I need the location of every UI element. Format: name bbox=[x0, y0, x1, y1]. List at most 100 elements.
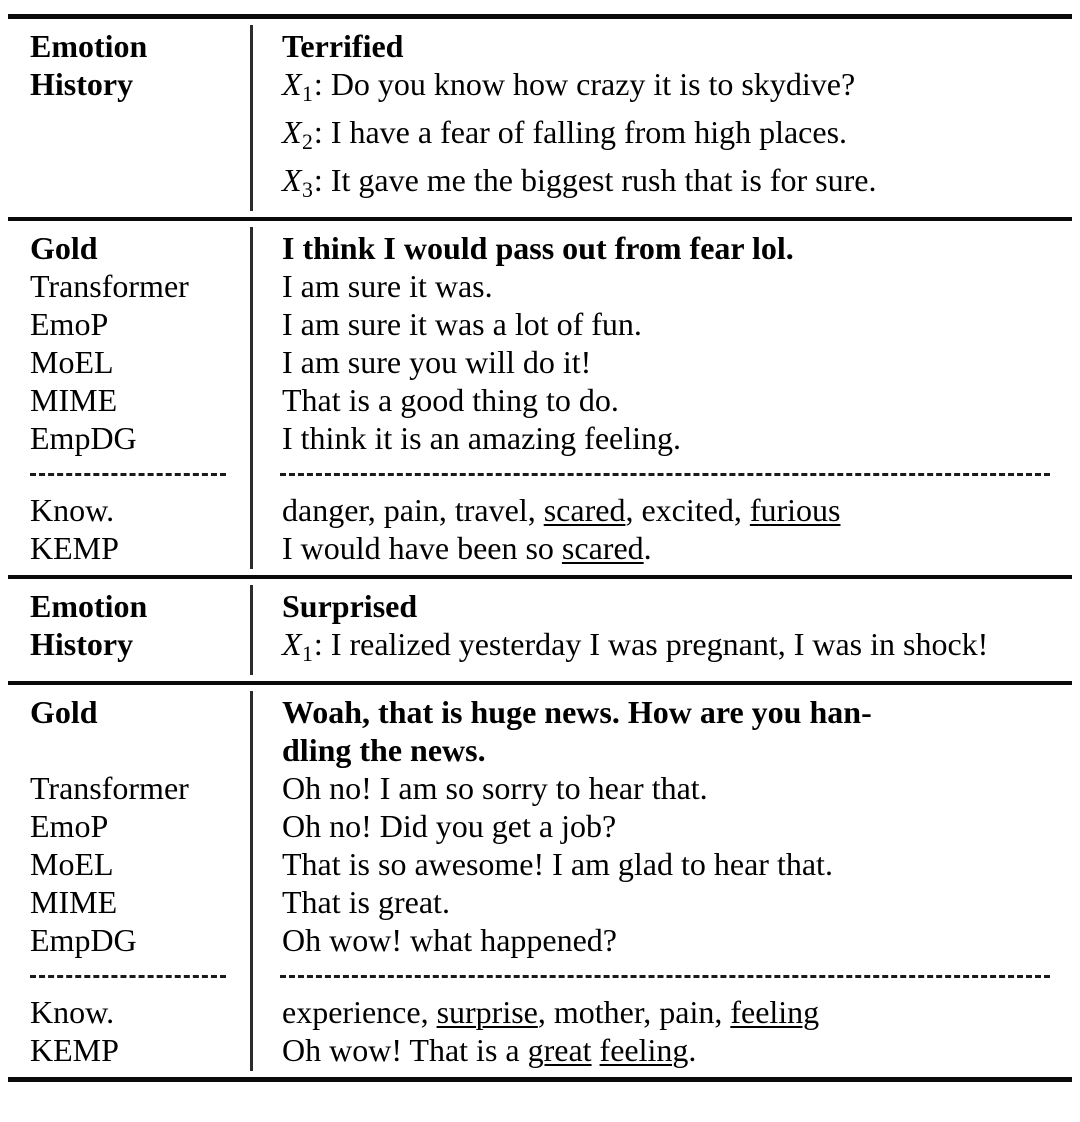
kemp-keyword: great bbox=[527, 1032, 592, 1069]
emotion-value-1: Terrified bbox=[282, 28, 404, 64]
history-row-1: History X1: Do you know how crazy it is … bbox=[8, 65, 1072, 217]
kemp-keyword: feeling bbox=[599, 1032, 689, 1069]
history-row-2: History X1: I realized yesterday I was p… bbox=[8, 625, 1072, 681]
emop-value-2: Oh no! Did you get a job? bbox=[282, 808, 617, 845]
moel-label-2: MoEL bbox=[30, 846, 114, 883]
colon: : bbox=[313, 626, 323, 663]
speaker-variable: X1 bbox=[282, 66, 313, 107]
history-utterance: X2: I have a fear of falling from high p… bbox=[282, 113, 1052, 161]
know-label-2: Know. bbox=[30, 994, 115, 1031]
example-2-responses-block: Gold Woah, that is huge news. How are yo… bbox=[8, 685, 1072, 1077]
gold-line: dling the news. bbox=[282, 732, 486, 769]
utterance-text: It gave me the biggest rush that is for … bbox=[330, 162, 877, 199]
know-keyword: feeling bbox=[730, 994, 820, 1031]
empdg-value-2: Oh wow! what happened? bbox=[282, 922, 617, 959]
example-2-divider-rule bbox=[8, 681, 1072, 686]
emop-label-1: EmoP bbox=[30, 306, 109, 343]
know-keyword: surprise bbox=[436, 994, 538, 1031]
gold-row-1: Gold I think I would pass out from fear … bbox=[8, 221, 1072, 267]
kemp-suffix: . bbox=[643, 530, 652, 567]
kemp-prefix: I would have been so bbox=[282, 530, 562, 567]
gold-label-2: Gold bbox=[30, 694, 98, 731]
emop-row-1: EmoP I am sure it was a lot of fun. bbox=[8, 305, 1072, 343]
table-bottom-rule bbox=[8, 1077, 1072, 1083]
know-label-1: Know. bbox=[30, 492, 115, 529]
example-1-responses-block: Gold I think I would pass out from fear … bbox=[8, 221, 1072, 575]
kemp-label-2: KEMP bbox=[30, 1032, 119, 1069]
moel-value-2: That is so awesome! I am glad to hear th… bbox=[282, 846, 833, 883]
history-utterance: X1: Do you know how crazy it is to skydi… bbox=[282, 65, 1052, 113]
kemp-prefix: Oh wow! That is a bbox=[282, 1032, 528, 1069]
gold-line: Woah, that is huge news. How are you han… bbox=[282, 694, 872, 731]
speaker-variable: X1 bbox=[282, 626, 313, 667]
kemp-label-1: KEMP bbox=[30, 530, 119, 567]
empdg-row-2: EmpDG Oh wow! what happened? bbox=[8, 921, 1072, 959]
know-prefix: experience, bbox=[282, 994, 437, 1031]
transformer-row-1: Transformer I am sure it was. bbox=[8, 267, 1072, 305]
transformer-label-1: Transformer bbox=[30, 268, 189, 305]
mime-row-1: MIME That is a good thing to do. bbox=[8, 381, 1072, 419]
transformer-row-2: Transformer Oh no! I am so sorry to hear… bbox=[8, 769, 1072, 807]
empdg-value-1: I think it is an amazing feeling. bbox=[282, 420, 681, 457]
history-label-1: History bbox=[30, 66, 134, 102]
kemp-row-2: KEMP Oh wow! That is a great feeling. bbox=[8, 1031, 1072, 1077]
kemp-mid bbox=[592, 1032, 600, 1068]
mime-value-1: That is a good thing to do. bbox=[282, 382, 619, 419]
know-prefix: danger, pain, travel, bbox=[282, 492, 544, 529]
example-2-top-rule bbox=[8, 575, 1072, 580]
gold-value-1: I think I would pass out from fear lol. bbox=[282, 230, 794, 267]
moel-row-1: MoEL I am sure you will do it! bbox=[8, 343, 1072, 381]
mime-value-2: That is great. bbox=[282, 884, 450, 921]
empdg-label-2: EmpDG bbox=[30, 922, 137, 959]
history-label-2: History bbox=[30, 626, 134, 663]
history-utterances-1: X1: Do you know how crazy it is to skydi… bbox=[250, 65, 1072, 217]
speaker-variable: X3 bbox=[282, 162, 313, 203]
emotion-value-2: Surprised bbox=[282, 588, 418, 625]
moel-value-1: I am sure you will do it! bbox=[282, 344, 592, 381]
kemp-value-1: I would have been so scared. bbox=[250, 529, 1072, 567]
empdg-row-1: EmpDG I think it is an amazing feeling. bbox=[8, 419, 1072, 457]
transformer-value-2: Oh no! I am so sorry to hear that. bbox=[282, 770, 708, 807]
know-keyword: furious bbox=[749, 492, 841, 529]
example-1-divider-rule bbox=[8, 217, 1072, 222]
know-keyword: scared bbox=[543, 492, 626, 529]
mime-row-2: MIME That is great. bbox=[8, 883, 1072, 921]
emotion-row-1: Emotion Terrified bbox=[8, 19, 1072, 65]
kemp-value-2: Oh wow! That is a great feeling. bbox=[250, 1031, 1072, 1069]
mime-label-1: MIME bbox=[30, 382, 118, 419]
kemp-suffix: . bbox=[688, 1032, 697, 1069]
mime-label-2: MIME bbox=[30, 884, 118, 921]
example-1-dashed-divider bbox=[8, 465, 1072, 483]
kemp-row-1: KEMP I would have been so scared. bbox=[8, 529, 1072, 575]
history-utterance: X1: I realized yesterday I was pregnant,… bbox=[282, 625, 1052, 673]
moel-row-2: MoEL That is so awesome! I am glad to he… bbox=[8, 845, 1072, 883]
know-row-2: Know. experience, surprise, mother, pain… bbox=[8, 993, 1072, 1031]
gold-value-2: Woah, that is huge news. How are you han… bbox=[250, 693, 1072, 769]
emotion-label-1: Emotion bbox=[30, 28, 148, 64]
know-row-1: Know. danger, pain, travel, scared, exci… bbox=[8, 491, 1072, 529]
history-utterance: X3: It gave me the biggest rush that is … bbox=[282, 161, 1052, 209]
colon: : bbox=[313, 114, 323, 151]
moel-label-1: MoEL bbox=[30, 344, 114, 381]
table-top-rule bbox=[8, 14, 1072, 19]
history-utterances-2: X1: I realized yesterday I was pregnant,… bbox=[250, 625, 1072, 681]
know-value-1: danger, pain, travel, scared, excited, f… bbox=[250, 491, 1072, 529]
emop-value-1: I am sure it was a lot of fun. bbox=[282, 306, 642, 343]
transformer-label-2: Transformer bbox=[30, 770, 189, 807]
speaker-variable: X2 bbox=[282, 114, 313, 155]
emop-row-2: EmoP Oh no! Did you get a job? bbox=[8, 807, 1072, 845]
example-2-dashed-divider bbox=[8, 967, 1072, 985]
utterance-text: I realized yesterday I was pregnant, I w… bbox=[330, 626, 989, 663]
colon: : bbox=[313, 66, 323, 102]
empdg-label-1: EmpDG bbox=[30, 420, 137, 457]
emotion-row-2: Emotion Surprised bbox=[8, 579, 1072, 625]
know-value-2: experience, surprise, mother, pain, feel… bbox=[250, 993, 1072, 1031]
know-middle: , mother, pain, bbox=[537, 994, 731, 1031]
utterance-text: Do you know how crazy it is to skydive? bbox=[330, 66, 856, 102]
example-2-context-block: Emotion Surprised History X1: I realized… bbox=[8, 579, 1072, 681]
gold-row-2: Gold Woah, that is huge news. How are yo… bbox=[8, 685, 1072, 769]
kemp-keyword: scared bbox=[561, 530, 644, 567]
colon: : bbox=[313, 162, 323, 199]
emop-label-2: EmoP bbox=[30, 808, 109, 845]
